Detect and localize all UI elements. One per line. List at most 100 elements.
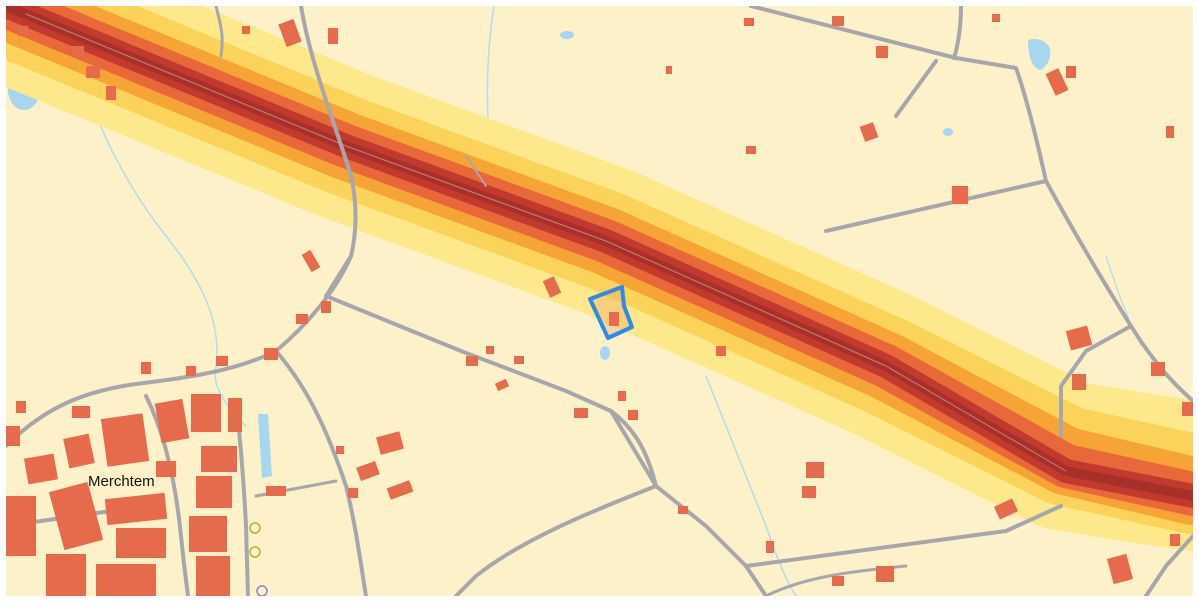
building <box>278 18 302 48</box>
poi-markers <box>249 522 268 596</box>
building <box>618 391 626 401</box>
building <box>1166 126 1174 138</box>
canal <box>258 414 272 478</box>
water-layer <box>8 6 1142 596</box>
building <box>386 480 414 500</box>
building <box>1065 325 1093 351</box>
building <box>356 461 380 481</box>
building <box>191 394 221 432</box>
building <box>1066 66 1076 78</box>
highway-median <box>25 13 1067 472</box>
road <box>1144 534 1193 596</box>
building <box>802 486 816 498</box>
building <box>100 413 150 467</box>
building <box>806 462 824 478</box>
building <box>196 556 230 596</box>
building <box>876 46 888 58</box>
pond <box>943 128 953 136</box>
building <box>141 362 151 374</box>
building <box>376 431 404 455</box>
building <box>666 66 672 74</box>
building <box>1045 68 1069 96</box>
building <box>264 348 278 360</box>
building <box>542 276 562 298</box>
building <box>336 446 344 454</box>
building <box>876 566 894 582</box>
building <box>242 26 250 34</box>
map-view[interactable]: Merchtem <box>6 6 1193 596</box>
building <box>154 398 190 444</box>
road <box>465 155 487 187</box>
pond <box>600 346 610 360</box>
building-layer <box>6 14 1193 596</box>
stream <box>705 375 797 596</box>
building <box>189 516 227 552</box>
building <box>1182 402 1193 416</box>
building <box>16 401 26 413</box>
building <box>466 356 478 366</box>
building <box>72 46 84 56</box>
building <box>106 86 116 100</box>
building <box>116 528 166 558</box>
building <box>832 16 844 26</box>
building <box>18 26 28 36</box>
building <box>678 506 688 514</box>
road <box>6 6 358 448</box>
building <box>328 28 338 44</box>
pond <box>560 31 574 39</box>
building <box>86 66 100 78</box>
building <box>628 410 638 420</box>
building <box>201 446 237 472</box>
building <box>716 346 726 356</box>
road <box>1059 324 1133 438</box>
building <box>744 18 754 26</box>
building <box>1151 362 1165 376</box>
building <box>766 541 774 553</box>
road <box>214 6 224 58</box>
building <box>48 481 104 551</box>
building <box>952 186 968 204</box>
building <box>746 146 756 154</box>
building <box>228 398 242 432</box>
building <box>1170 534 1180 546</box>
road <box>274 349 368 596</box>
building <box>348 488 358 498</box>
road <box>952 6 963 60</box>
building <box>859 122 879 142</box>
noise-contours <box>6 6 1193 551</box>
building <box>1106 553 1134 585</box>
building <box>296 314 308 324</box>
building <box>494 378 510 392</box>
stream <box>65 35 247 427</box>
building <box>46 554 86 596</box>
building <box>832 576 844 586</box>
pond <box>1028 39 1051 70</box>
building <box>992 14 1000 22</box>
building <box>6 496 36 556</box>
building <box>1072 374 1086 390</box>
road <box>894 59 938 118</box>
road <box>454 484 658 596</box>
road <box>824 179 1048 233</box>
building <box>63 433 95 469</box>
building <box>96 564 156 596</box>
building <box>6 426 20 446</box>
road <box>744 504 1063 568</box>
building <box>574 408 588 418</box>
building <box>266 486 286 496</box>
building <box>514 356 524 364</box>
building <box>23 453 59 485</box>
noise-map[interactable] <box>6 6 1193 596</box>
building <box>196 476 232 508</box>
building <box>486 346 494 354</box>
building <box>156 461 176 477</box>
building <box>186 366 196 376</box>
building <box>301 249 321 273</box>
building <box>72 406 90 418</box>
poi-marker <box>256 585 268 596</box>
road <box>609 409 658 488</box>
building <box>216 356 228 366</box>
poi-marker <box>249 522 261 534</box>
building <box>104 492 168 526</box>
building <box>993 498 1019 520</box>
